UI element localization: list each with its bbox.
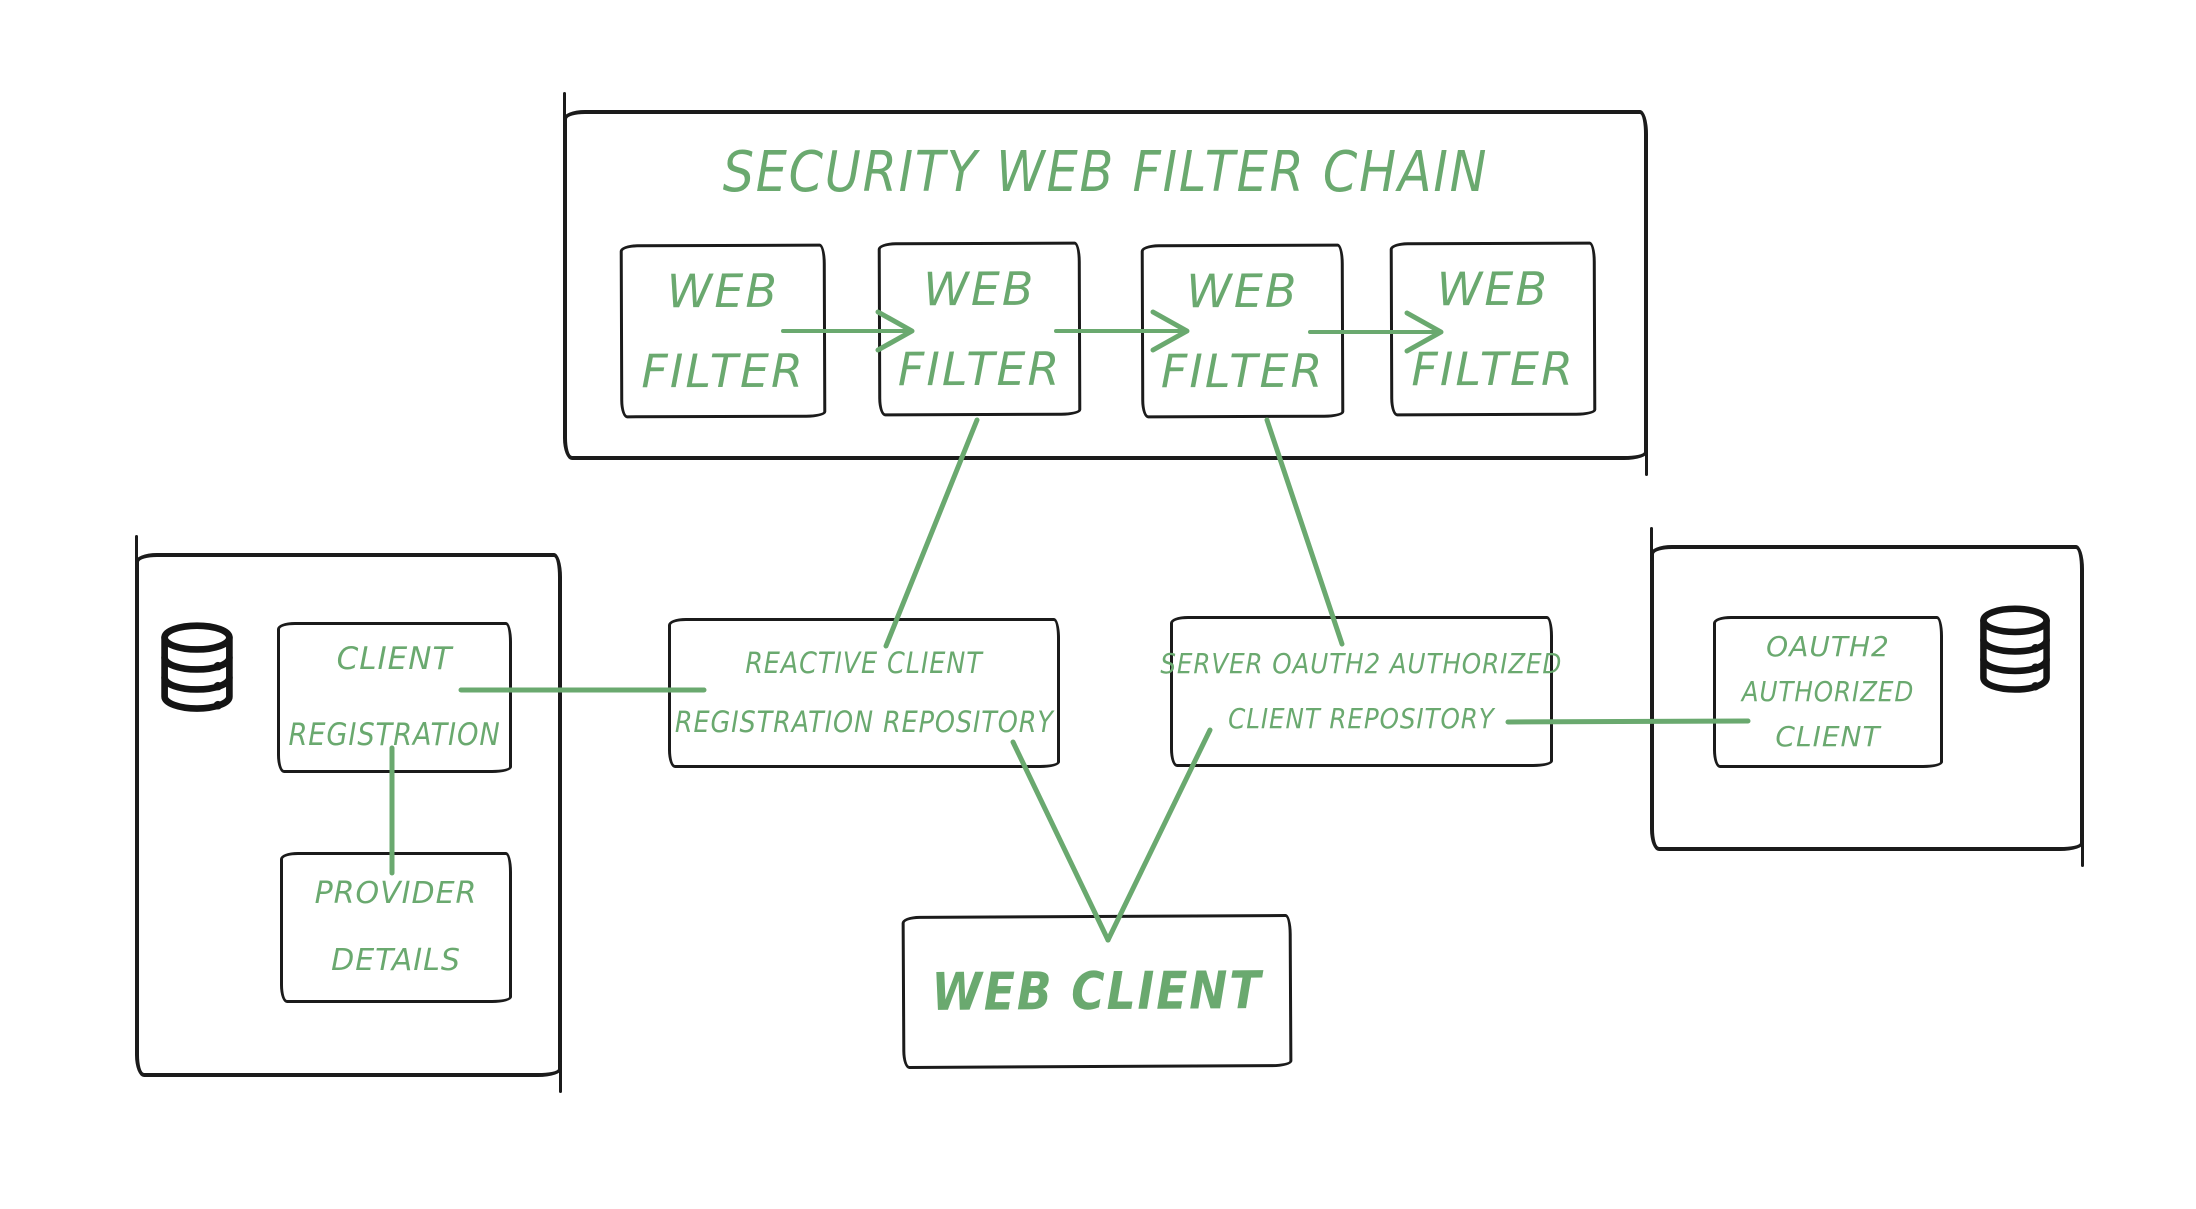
oauth2-authorized-client-label-line2: AUTHORIZED bbox=[1741, 674, 1915, 708]
provider-details-label-line2: DETAILS bbox=[331, 942, 461, 978]
web-filter-1-label-line2: FILTER bbox=[641, 343, 806, 399]
web-filter-2-label-line1: WEB bbox=[923, 261, 1036, 317]
edge-reactive-repository-to-web-client bbox=[1010, 739, 1111, 943]
oauth2-authorized-client-store-box bbox=[1650, 527, 2084, 867]
server-oauth2-authorized-client-repository-box: SERVER OAUTH2 AUTHORIZED CLIENT REPOSITO… bbox=[1161, 616, 1562, 767]
web-filter-2-label-line2: FILTER bbox=[897, 341, 1062, 397]
web-filter-box-4: WEB FILTER bbox=[1389, 241, 1597, 417]
oauth2-authorized-client-box: OAUTH2 AUTHORIZED CLIENT bbox=[1713, 616, 1943, 768]
security-web-filter-chain-box: SECURITY WEB FILTER CHAIN bbox=[563, 92, 1648, 476]
web-filter-3-label-line1: WEB bbox=[1186, 263, 1299, 319]
client-registration-label-line2: REGISTRATION bbox=[288, 716, 501, 753]
client-registration-box: CLIENT REGISTRATION bbox=[277, 622, 512, 773]
left-database-icon bbox=[161, 622, 233, 712]
right-database-icon bbox=[1980, 605, 2050, 693]
provider-details-box: PROVIDER DETAILS bbox=[280, 852, 512, 1003]
web-filter-1-label-line1: WEB bbox=[666, 263, 780, 319]
web-client-label: WEB CLIENT bbox=[931, 960, 1263, 1023]
reactive-client-registration-repository-box: REACTIVE CLIENT REGISTRATION REPOSITORY bbox=[668, 618, 1060, 768]
web-client-box: WEB CLIENT bbox=[901, 913, 1293, 1070]
server-repository-label-line2: CLIENT REPOSITORY bbox=[1228, 701, 1495, 735]
web-filter-4-label-line1: WEB bbox=[1436, 261, 1550, 317]
reactive-repository-label-line1: REACTIVE CLIENT bbox=[745, 645, 983, 680]
server-repository-label-line1: SERVER OAUTH2 AUTHORIZED bbox=[1160, 647, 1563, 681]
client-registration-label-line1: CLIENT bbox=[336, 640, 453, 677]
web-filter-box-1: WEB FILTER bbox=[619, 243, 827, 419]
security-chain-title: SECURITY WEB FILTER CHAIN bbox=[722, 140, 1489, 205]
oauth2-authorized-client-label-line3: CLIENT bbox=[1775, 720, 1881, 754]
reactive-repository-label-line2: REGISTRATION REPOSITORY bbox=[674, 705, 1054, 739]
client-registration-store-box bbox=[135, 535, 562, 1093]
web-filter-box-2: WEB FILTER bbox=[877, 241, 1082, 417]
web-filter-3-label-line2: FILTER bbox=[1160, 343, 1325, 399]
oauth2-authorized-client-label-line1: OAUTH2 bbox=[1766, 629, 1890, 663]
web-filter-box-3: WEB FILTER bbox=[1140, 243, 1345, 419]
web-filter-4-label-line2: FILTER bbox=[1411, 341, 1576, 397]
provider-details-label-line1: PROVIDER bbox=[314, 876, 478, 911]
